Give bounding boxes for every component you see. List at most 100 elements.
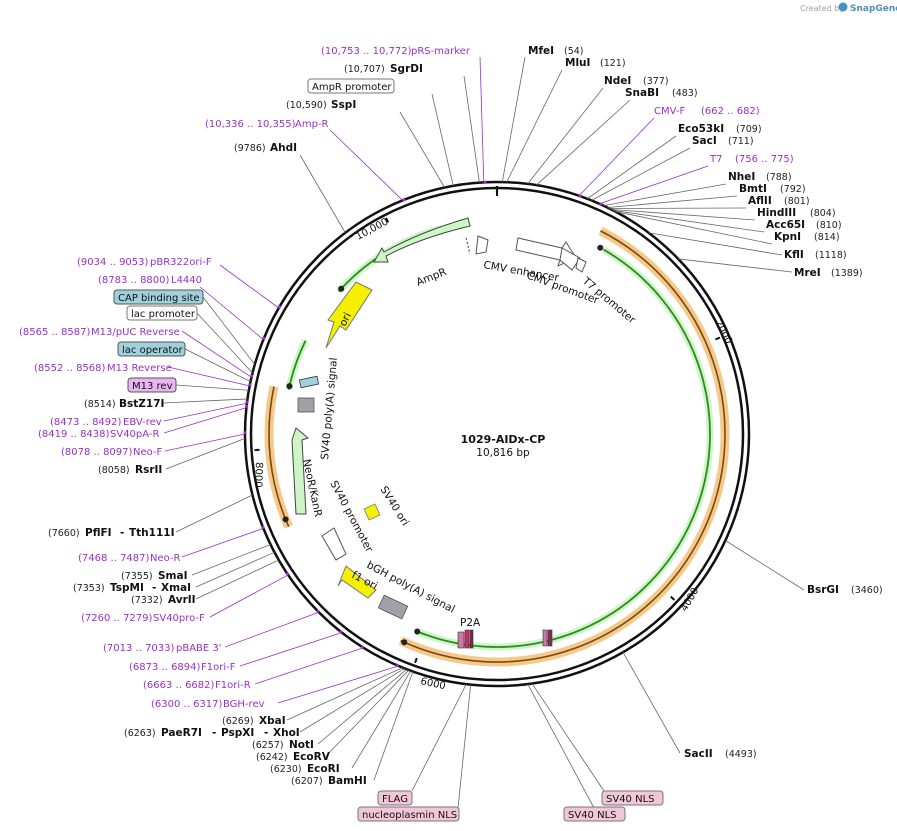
site-xhoi-dash: - [264, 727, 268, 739]
leader-line-23 [622, 652, 681, 754]
site-pos-acc65i: (810) [816, 220, 842, 231]
plasmid-length: 10,816 bp [476, 447, 530, 459]
site-nhei: NheI [728, 171, 755, 183]
site-pspxi-dash: - [212, 727, 216, 739]
leader-line-44 [239, 632, 342, 667]
primer-mark-43 [315, 609, 320, 614]
leader-line-53 [411, 683, 467, 792]
primer-mark-4 [402, 197, 406, 202]
feature-box-sv40-nls-2 [563, 806, 626, 822]
sv40-ori-block [363, 503, 381, 521]
site-pos-xbai: (6269) [222, 716, 254, 727]
leader-line-45 [254, 647, 364, 685]
site-rsrii: RsrII [135, 464, 162, 476]
site-mrei: MreI [794, 267, 821, 279]
site-saci: SacI [692, 135, 717, 147]
site-xhoi: XhoI [273, 727, 300, 739]
primer-mark-24 [277, 304, 282, 309]
primer-pos-m13-puc: (8565 .. 8587) [19, 327, 91, 338]
site-tth111i: Tth111I [129, 527, 174, 539]
site-tth111i-dash: - [120, 527, 124, 539]
f1-ori-arrow [337, 565, 377, 599]
primer-bgh-rev: BGH-rev [223, 699, 265, 710]
site-pos-kfli: (1118) [815, 250, 847, 261]
site-pos-rsrii: (8058) [98, 465, 130, 476]
snapgene-logo-icon [838, 2, 848, 12]
backbone-ticks [254, 186, 721, 664]
site-kfli: KflI [784, 249, 804, 261]
leader-line-27 [196, 312, 253, 374]
primer-pbr322ori-f: pBR322ori-F [150, 257, 212, 268]
feature-sv40-nls-2: SV40 NLS [568, 810, 617, 821]
tick-4000 [670, 595, 676, 601]
primer-t7: T7 [709, 154, 722, 165]
site-xmai: XmaI [161, 582, 191, 594]
site-pos-snabi: (483) [672, 88, 698, 99]
site-paer7i: PaeR7I [161, 727, 202, 739]
leader-line-25 [199, 286, 264, 340]
site-pos-bamhi: (6207) [291, 776, 323, 787]
leader-line-46 [277, 665, 399, 704]
sv40-polya-block [297, 397, 315, 413]
arc-end-marker-4 [282, 516, 289, 523]
leader-line-39 [191, 544, 271, 576]
p2a-mark [457, 631, 465, 649]
primer-mark-46 [395, 663, 400, 668]
leader-line-1 [463, 75, 480, 183]
feature-box-m13-rev [127, 377, 177, 393]
primer-mark-13 [598, 202, 603, 207]
primer-mark-42 [285, 571, 290, 576]
leader-line-5 [299, 154, 346, 233]
site-pos-ecori: (6230) [270, 764, 302, 775]
primer-m13-reverse: M13 Reverse [107, 363, 172, 374]
primer-pos-pbabe3: (7013 .. 7033) [103, 643, 175, 654]
leader-line-35 [164, 433, 246, 452]
primer-mark-28 [249, 374, 254, 378]
leader-line-52 [373, 671, 414, 781]
primer-f1ori-f: F1ori-F [201, 662, 236, 673]
sv40-ori-label: SV40 ori [377, 484, 411, 528]
primer-sv40pro-f: SV40pro-F [153, 613, 205, 624]
primer-m13-puc: M13/pUC Reverse [91, 327, 180, 338]
primer-pos-ebv-rev: (8473 .. 8492) [50, 417, 122, 428]
site-eco53ki: Eco53kI [678, 123, 724, 135]
tick-label-8000: 8000 [252, 462, 264, 488]
feature-box-lac-operator [117, 341, 186, 357]
leader-line-0 [479, 56, 485, 183]
primer-pos-cmv-f: (662 .. 682) [701, 106, 760, 117]
site-pspxi: PspXI [221, 727, 254, 739]
sv40-polya-label: SV40 poly(A) signal [319, 357, 340, 460]
primer-pbabe3: pBABE 3' [176, 643, 222, 654]
inner-features [291, 217, 587, 649]
primer-pos-l4440: (8783 .. 8800) [98, 275, 170, 286]
leader-line-50 [325, 669, 410, 757]
primer-mark-30 [248, 383, 252, 387]
site-avrii: AvrII [168, 594, 196, 606]
lac-operator-mark [298, 375, 320, 389]
site-sgrdi: SgrDI [390, 63, 423, 75]
site-pos-smai: (7355) [121, 571, 153, 582]
primer-mark-25 [261, 336, 266, 341]
primer-l4440: L4440 [171, 275, 202, 286]
site-pos-mfei: (54) [564, 46, 584, 57]
primer-pos-f1ori-r: (6663 .. 6682) [143, 680, 215, 691]
leader-line-14 [603, 183, 727, 207]
ampr-arrow [373, 217, 471, 263]
leader-line-31 [175, 384, 249, 391]
site-pos-bsrgi: (3460) [851, 585, 883, 596]
site-pos-sacii: (4493) [725, 749, 757, 760]
ori-arrow [325, 281, 373, 349]
primer-mark-10 [578, 194, 583, 199]
site-ecori: EcoRI [307, 763, 340, 775]
site-xmai-dash: - [152, 582, 156, 594]
leader-line-17 [611, 209, 756, 221]
site-pos-paer7i: (6263) [124, 728, 156, 739]
primer-pos-prs-marker: (10,753 .. 10,772) [321, 46, 412, 57]
site-pos-tspmi: (7353) [73, 583, 105, 594]
primer-prs-marker: pRS-marker [411, 46, 471, 57]
site-pos-sgrdi: (10,707) [344, 64, 385, 75]
leader-line-26 [202, 296, 256, 365]
neor-kanr-arrow [291, 427, 310, 515]
feature-ampr-promoter: AmpR promoter [312, 82, 392, 93]
site-pos-saci: (711) [728, 136, 754, 147]
